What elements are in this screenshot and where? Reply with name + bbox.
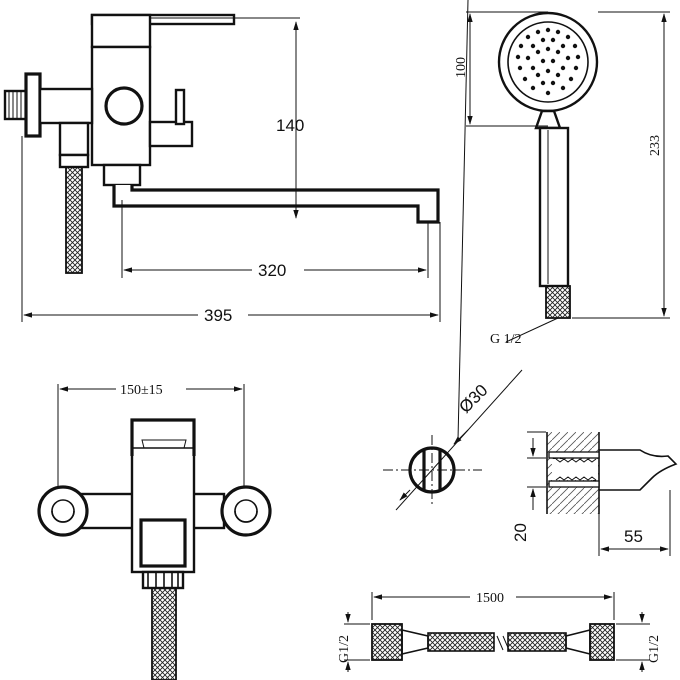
dim-shower-233: 233 <box>648 135 663 156</box>
shower-thread-end <box>545 285 571 319</box>
dim-centers-150: 150±15 <box>120 383 163 398</box>
shower-handle <box>538 126 570 288</box>
dim-height-140: 140 <box>276 116 304 135</box>
hose-end-right <box>589 623 615 661</box>
shower-hose-top <box>65 166 83 274</box>
right-eccentric <box>220 485 272 537</box>
faucet-front-view: 150±15 <box>37 380 272 680</box>
wall-extension <box>599 449 678 491</box>
dim-total-395: 395 <box>204 306 232 325</box>
front-outlet-block <box>139 518 187 568</box>
label-g12-hose-left: G1/2 <box>337 635 352 663</box>
hose-view: 1500 G1/2 G1/2 <box>337 588 662 672</box>
spout-collar <box>102 163 142 187</box>
front-hose-nut <box>141 570 185 590</box>
dim-spout-320: 320 <box>258 261 286 280</box>
diverter-block <box>58 121 90 157</box>
left-eccentric <box>37 485 89 537</box>
inlet-nut <box>24 72 42 138</box>
shower-neck <box>534 109 562 130</box>
dim-wall-20: 20 <box>511 523 530 542</box>
hose-body-left <box>427 632 495 652</box>
diverter-housing <box>148 120 194 148</box>
diverter-pin <box>174 88 186 126</box>
inlet-thread <box>3 89 29 121</box>
dim-wall-55: 55 <box>624 527 643 546</box>
front-hose <box>151 587 177 680</box>
dim-hose-1500: 1500 <box>476 591 504 606</box>
faucet-side-view: 140 320 395 <box>3 13 441 325</box>
shower-head-view: 100 233 G 1/2 <box>454 11 670 347</box>
shower-head <box>497 11 599 113</box>
dim-diameter-30: Ø30 <box>455 381 491 417</box>
hose-nut <box>58 153 90 169</box>
label-g12-shower: G 1/2 <box>490 332 522 347</box>
wall-mount-section: 20 55 <box>511 431 678 556</box>
label-g12-hose-right: G1/2 <box>647 635 662 663</box>
hose-end-left <box>371 623 403 661</box>
hose-body-right <box>507 632 567 652</box>
connection-knob <box>104 86 144 126</box>
dim-head-100: 100 <box>454 57 469 78</box>
spout <box>112 185 440 224</box>
inlet-pipe <box>38 87 94 125</box>
lever-base <box>90 13 152 49</box>
